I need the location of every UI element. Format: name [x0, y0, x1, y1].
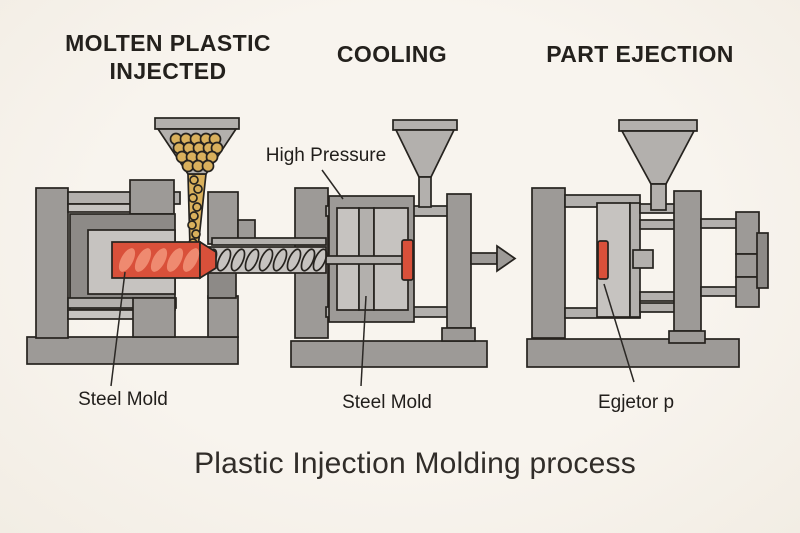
flow-arrow-icon — [470, 252, 498, 265]
flow-arrow-head-icon — [496, 244, 517, 273]
molten-nozzle — [199, 240, 217, 280]
center-platen — [673, 190, 702, 332]
machine-base — [26, 336, 239, 365]
ejector-pin — [632, 249, 654, 269]
push-rod-top — [700, 218, 739, 229]
hopper-stem — [418, 176, 432, 208]
steel-mold-left-leader-line — [110, 271, 126, 387]
moving-platen — [446, 193, 472, 329]
molten-swirls — [118, 248, 200, 272]
platen-foot — [668, 330, 706, 344]
ejector-rail — [639, 302, 677, 313]
stage-heading-molten-plastic: MOLTEN PLASTIC INJECTED — [40, 30, 296, 85]
push-rod-bottom — [700, 286, 739, 297]
barrel-tie-bar — [211, 237, 327, 246]
label-high-pressure: High Pressure — [265, 145, 387, 166]
hopper-pellets — [169, 132, 224, 173]
leader-lines — [110, 169, 635, 387]
hopper-rim — [618, 119, 698, 132]
pellet-stream-beads — [187, 175, 203, 248]
support-foot — [207, 295, 239, 338]
injection-rod — [321, 255, 405, 265]
high-pressure-leader-line — [321, 169, 344, 200]
stage-heading-cooling: COOLING — [336, 41, 448, 67]
actuator-plate — [756, 232, 769, 289]
steel-mold-middle-leader-line — [360, 295, 367, 387]
actuator-block — [735, 253, 760, 278]
support-foot — [132, 297, 176, 338]
clamp-pillar — [531, 187, 566, 339]
hopper-rim — [392, 119, 458, 131]
barrel-entry-block — [207, 191, 239, 245]
cooling-machine — [290, 119, 517, 368]
ejector-rail — [639, 291, 677, 302]
ejected-part — [597, 240, 609, 280]
stage-heading-part-ejection: PART EJECTION — [546, 41, 734, 67]
barrel-clamp — [207, 271, 237, 299]
hopper-icon — [394, 129, 456, 178]
label-ejector-part: Egjetor p — [597, 392, 675, 413]
ejector-leader-line — [603, 283, 635, 383]
label-steel-mold-middle: Steel Mold — [342, 392, 432, 413]
stage-heading-line1: MOLTEN PLASTIC — [65, 30, 271, 56]
hopper-stem — [650, 183, 667, 211]
machine-base — [526, 338, 740, 368]
diagram-title: Plastic Injection Molding process — [194, 447, 636, 480]
actuator-block — [735, 211, 760, 255]
ejection-machine — [526, 119, 769, 368]
top-block — [129, 179, 175, 215]
clamp-pillar — [35, 187, 69, 339]
injection-machine — [26, 117, 328, 365]
ejector-rail — [639, 219, 677, 230]
hopper-icon — [620, 130, 696, 185]
screw-barrel — [199, 246, 327, 274]
molded-part — [401, 239, 414, 281]
platen-foot — [441, 327, 476, 342]
stage-heading-line2: INJECTED — [109, 57, 227, 84]
hopper-rim — [154, 117, 240, 130]
actuator-block — [735, 276, 760, 308]
label-steel-mold-left: Steel Mold — [78, 389, 168, 410]
machine-base — [290, 340, 488, 368]
